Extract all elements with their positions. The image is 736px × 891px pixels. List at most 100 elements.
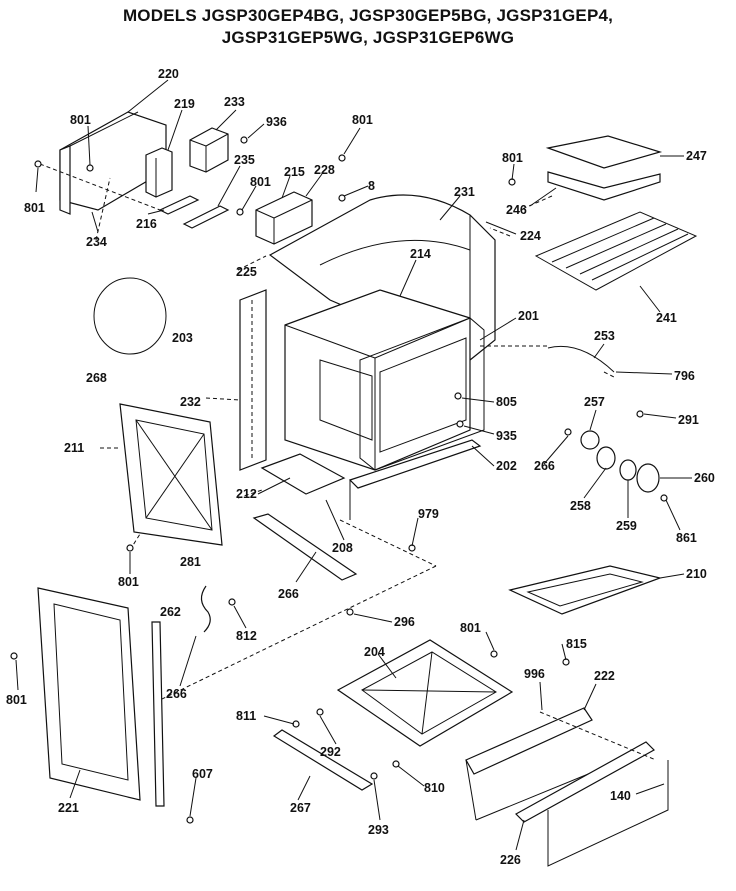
label-861: 861 [676,531,697,545]
part-222-drawer-front [465,707,599,821]
part-203-side-panel [239,289,267,471]
label-140: 140 [610,789,631,803]
part-247-broiler-pan [545,135,663,201]
part-215-box [255,191,313,245]
part-211-panel [119,403,223,546]
label-204: 204 [364,645,385,659]
part-219-bracket [145,147,173,198]
label-812: 812 [236,629,257,643]
label-8: 8 [368,179,375,193]
label-202: 202 [496,459,517,473]
label-805: 805 [496,395,517,409]
label-266: 266 [534,459,555,473]
label-210: 210 [686,567,707,581]
label-258: 258 [570,499,591,513]
label-810: 810 [424,781,445,795]
part-262-gasket-strip [151,621,165,807]
label-815: 815 [566,637,587,651]
label-936: 936 [266,115,287,129]
label-801: 801 [352,113,373,127]
label-212: 212 [236,487,257,501]
label-801: 801 [118,575,139,589]
part-260-bezel [636,463,660,493]
label-247: 247 [686,149,707,163]
part-266-rail [252,513,358,581]
label-219: 219 [174,97,195,111]
assembly-lines [95,177,657,761]
label-226: 226 [500,853,521,867]
label-241: 241 [656,311,677,325]
part-257-knob [580,430,600,450]
label-231: 231 [454,185,475,199]
part-212-bottom-plate [260,453,346,495]
label-296: 296 [394,615,415,629]
label-201: 201 [518,309,539,323]
part-204-drawer [336,639,514,747]
part-241-oven-rack [534,211,698,291]
label-234: 234 [86,235,107,249]
label-235: 235 [234,153,255,167]
label-801: 801 [70,113,91,127]
label-225: 225 [236,265,257,279]
part-214-oven-liner [284,289,471,471]
label-607: 607 [192,767,213,781]
label-215: 215 [284,165,305,179]
label-935: 935 [496,429,517,443]
label-293: 293 [368,823,389,837]
label-268: 268 [86,371,107,385]
part-253-wire [547,345,615,373]
label-232: 232 [180,395,201,409]
label-208: 208 [332,541,353,555]
models-title-line-1: MODELS JGSP30GEP4BG, JGSP30GEP5BG, JGSP3… [122,6,614,25]
part-210-frame [508,565,663,615]
part-140-panel [547,760,669,867]
part-267-rail [272,729,374,791]
label-267: 267 [290,801,311,815]
label-979: 979 [418,507,439,521]
label-214: 214 [410,247,431,261]
label-292: 292 [320,745,341,759]
label-801: 801 [250,175,271,189]
part-258-ring [596,446,616,470]
part-202-front-trim [348,439,482,520]
fasteners [10,136,668,824]
label-203: 203 [172,331,193,345]
models-title-line-2: JGSP31GEP5WG, JGSP31GEP6WG [221,28,515,47]
part-221-door [37,587,141,801]
label-211: 211 [64,441,84,455]
label-216: 216 [136,217,157,231]
label-996: 996 [524,667,545,681]
part-268-detail-circle [93,277,167,355]
part-201-front-frame [359,317,485,471]
label-262: 262 [160,605,181,619]
label-266: 266 [278,587,299,601]
label-224: 224 [520,229,541,243]
leader-lines [15,79,692,851]
part-259-washer [619,459,637,481]
label-228: 228 [314,163,335,177]
label-222: 222 [594,669,615,683]
label-253: 253 [594,329,615,343]
label-246: 246 [506,203,527,217]
part-235-strip [182,205,230,229]
label-259: 259 [616,519,637,533]
label-260: 260 [694,471,715,485]
label-281: 281 [180,555,201,569]
part-216-strip [158,195,200,215]
part-226-trim [515,741,655,823]
label-801: 801 [502,151,523,165]
label-811: 811 [236,709,256,723]
label-233: 233 [224,95,245,109]
label-796: 796 [674,369,695,383]
label-801: 801 [24,201,45,215]
label-257: 257 [584,395,605,409]
label-221: 221 [58,801,79,815]
label-801: 801 [460,621,481,635]
part-labels: 220 801 219 233 936 801 801 234 216 235 … [6,67,715,867]
part-281-hinge [200,585,211,633]
label-801: 801 [6,693,27,707]
label-291: 291 [678,413,699,427]
part-233-block [189,127,229,173]
